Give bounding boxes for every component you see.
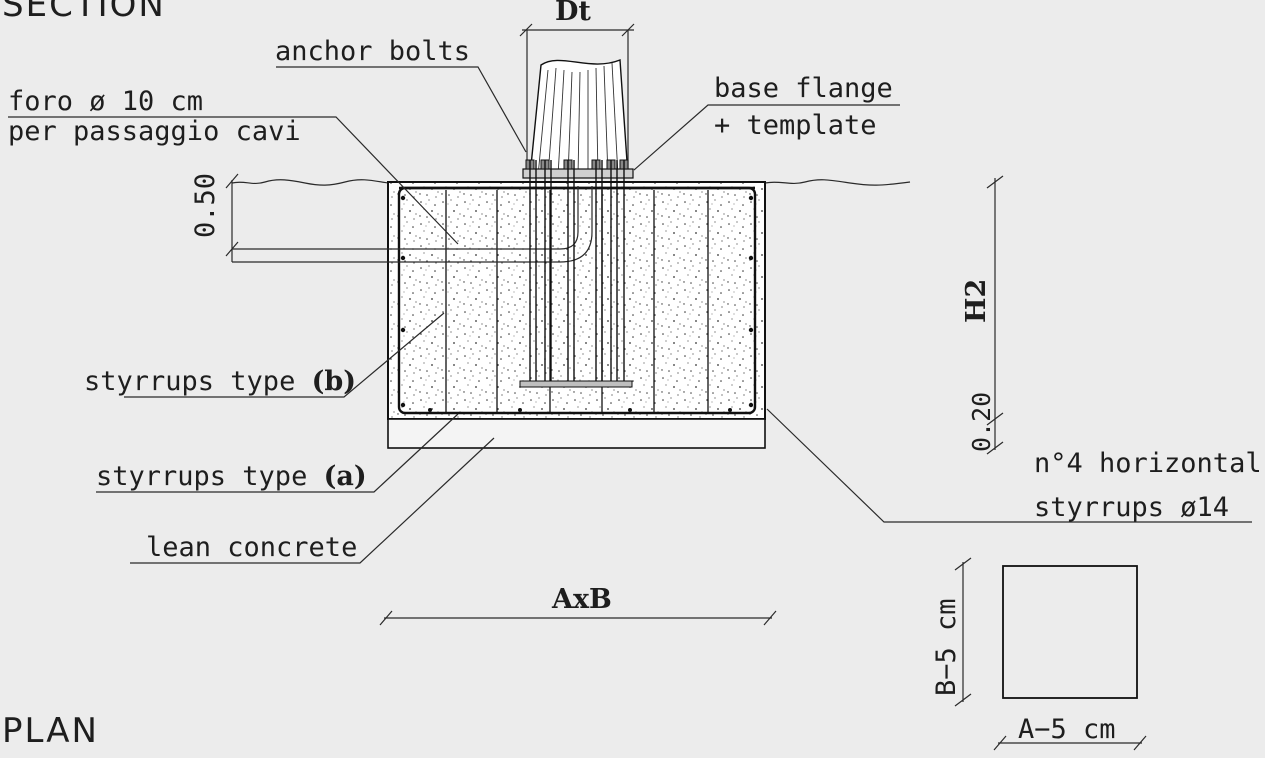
foundation-block <box>387 181 766 420</box>
horizontal-rebar-dots <box>400 195 754 412</box>
base-flange-label-line2: + template <box>714 110 877 141</box>
foro-label-line2: per passaggio cavi <box>8 116 301 147</box>
a-minus-5-label: A−5 cm <box>1018 714 1116 745</box>
foro-label-line1: foro ø 10 cm <box>8 86 203 117</box>
dt-label: Dt <box>555 0 591 27</box>
styrrups-b-letter: (b) <box>312 366 356 397</box>
base-flange-leader <box>633 104 900 171</box>
cable-conduit-inner <box>232 186 593 263</box>
b-minus-5-label: B−5 cm <box>931 598 962 696</box>
bottom-template <box>519 380 633 388</box>
horizontal-styrrups-label-line2: styrrups ø14 <box>1034 492 1229 523</box>
dim-050-label: 0.50 <box>190 173 221 238</box>
styrrups-a-leader <box>96 413 459 493</box>
styrrups-a-letter: (a) <box>324 461 367 492</box>
styrrups-a-label: styrrups type (a) <box>96 461 367 492</box>
lean-concrete-label: lean concrete <box>146 532 357 563</box>
plan-heading: PLAN <box>2 711 99 751</box>
dim-h2-label: H2 <box>961 279 992 323</box>
anchor-bolts-label: anchor bolts <box>275 36 470 67</box>
lean-concrete-layer <box>387 418 766 449</box>
horizontal-styrrups-leader <box>766 408 1252 523</box>
anchor-bolts-leader <box>276 66 527 153</box>
section-heading: SECTION <box>2 0 166 25</box>
dim-020-label: 0.20 <box>967 392 996 452</box>
styrrups-b-label: styrrups type (b) <box>84 366 356 397</box>
foro-leader <box>8 116 459 245</box>
ground-line-right <box>764 179 911 186</box>
ground-line-left <box>231 179 389 186</box>
base-flange <box>522 168 634 179</box>
anchor-bolts <box>529 160 625 384</box>
axb-label: AxB <box>551 584 612 615</box>
pole-hatching <box>537 62 619 177</box>
lean-concrete-leader <box>130 437 495 564</box>
horizontal-styrrups-label-line1: n°4 horizontal <box>1034 448 1262 479</box>
plan-square <box>1002 565 1138 699</box>
styrrups-b-leader <box>124 312 445 398</box>
base-flange-label-line1: base flange <box>714 73 893 104</box>
